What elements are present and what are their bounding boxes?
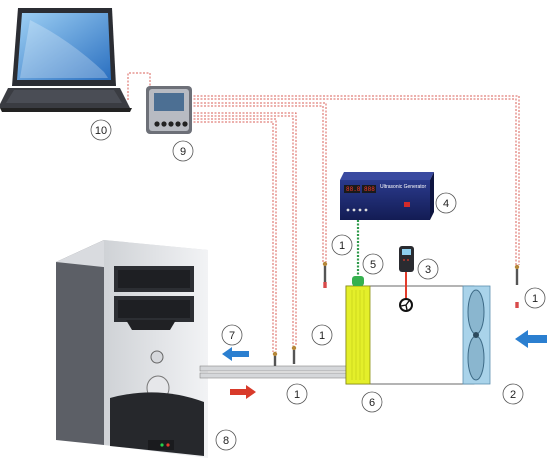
svg-text:88.8: 88.8 [346,186,361,193]
callout-1-duct-upper: 1 [311,324,333,346]
wire-logger-duct-sensor-b [190,118,277,352]
callout-1-top: 1 [331,234,353,256]
callout-5-label: 5 [370,259,376,271]
fan-icon [462,285,491,385]
test-chamber [345,276,475,385]
wire-logger-duct-sensor-a2 [190,115,294,346]
thermocouple-wires [127,72,520,352]
callout-1-duct-upper-label: 1 [319,330,325,342]
thermocouple-duct-a [291,345,297,364]
callout-4: 4 [435,192,457,214]
thermocouple-duct-b [272,351,278,366]
data-logger-icon [146,86,192,134]
wire-logger-top-sensor-2 [190,105,324,262]
callout-1-duct-lower: 1 [286,383,308,405]
callout-3-label: 3 [425,264,431,276]
wire-logger-duct-sensor-b2 [190,121,274,352]
callout-9-label: 9 [180,146,186,158]
callout-4-label: 4 [443,198,449,210]
generator-label: Ultrasonic Generator [380,184,426,190]
callout-7: 7 [221,324,243,346]
callout-10: 10 [90,119,112,141]
callout-2: 2 [502,383,524,405]
callout-2-label: 2 [510,389,516,401]
wire-logger-top-sensor [190,102,327,262]
wire-logger-duct-sensor-a [190,112,297,346]
callout-10-label: 10 [95,125,107,137]
computer-tower-icon [56,240,208,458]
thermocouple-top [322,261,328,288]
thermocouple-right [514,264,520,308]
flow-arrows [222,330,547,399]
hot-air-arrow [230,385,256,399]
callout-8-label: 8 [223,435,229,447]
callout-6-label: 6 [369,397,375,409]
callout-1-right: 1 [524,287,546,309]
callout-1-top-label: 1 [339,240,345,252]
callout-7-label: 7 [229,330,235,342]
callouts: 10 9 4 1 5 3 1 7 [90,119,546,451]
callout-9: 9 [172,140,194,162]
callout-3: 3 [417,258,439,280]
air-in-arrow [515,330,547,348]
air-out-arrow [222,347,249,361]
callout-5: 5 [362,253,384,275]
thermocouple-icon [272,261,520,366]
callout-6: 6 [361,391,383,413]
laptop-icon [0,8,132,112]
callout-1-right-label: 1 [532,293,538,305]
wire-logger-right-sensor-2 [190,98,517,265]
svg-text:888: 888 [364,186,375,193]
duct-pipes [199,365,348,379]
callout-1-duct-lower-label: 1 [294,389,300,401]
ultrasonic-generator-icon: 88.8 888 Ultrasonic Generator [340,172,434,220]
wire-logger-right-sensor [190,95,520,265]
anemometer-icon [399,246,414,312]
wire-laptop-logger [127,72,151,100]
callout-8: 8 [215,429,237,451]
